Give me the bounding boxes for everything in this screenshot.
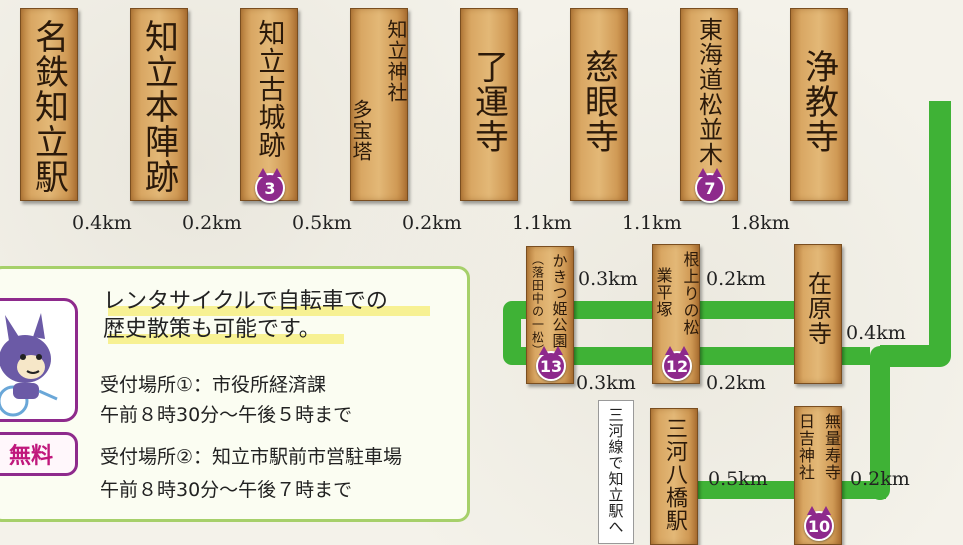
mascot-cyclist-icon: [0, 313, 58, 417]
distance-label: 0.2km: [182, 212, 242, 234]
title-highlight: [108, 306, 430, 316]
sign-chiryu-honjin: 知立本陣跡: [130, 8, 188, 201]
distance-label: 1.1km: [622, 212, 682, 234]
spot-badge-12: 12: [662, 346, 692, 381]
free-badge: 無料: [0, 432, 78, 476]
sign-jokyoji: 浄教寺: [790, 8, 848, 201]
rental-title: レンタサイクルで自転車での 歴史散策も可能です。: [103, 289, 388, 342]
distance-label: 0.4km: [72, 212, 132, 234]
sign-ryounji: 了運寺: [460, 8, 518, 201]
distance-label: 0.5km: [292, 212, 352, 234]
distance-label: 0.2km: [706, 372, 766, 394]
route-right-connector: [880, 101, 951, 367]
reception-place-1: 受付場所①：市役所経済課: [100, 374, 327, 396]
distance-label: 0.2km: [850, 468, 910, 490]
distance-label: 0.3km: [578, 268, 638, 290]
spot-badge-10: 10: [804, 506, 834, 541]
mikawa-line-note: 三河線で知立駅へ: [598, 400, 634, 544]
distance-label: 0.4km: [846, 322, 906, 344]
sign-zaigenji: 在原寺: [794, 244, 842, 384]
spot-badge-13: 13: [536, 346, 566, 381]
reception-place-2: 受付場所②：知立市駅前市営駐車場: [100, 446, 403, 468]
sign-jigenji: 慈眼寺: [570, 8, 628, 201]
distance-label: 0.5km: [708, 468, 768, 490]
distance-label: 1.8km: [730, 212, 790, 234]
reception-hours-1: 午前８時30分～午後５時まで: [100, 404, 353, 426]
sign-chiryu-castle-ruins: 知立古城跡 3: [240, 8, 298, 203]
sign-tokaido-pine-trees: 東海道松並木 7: [680, 8, 738, 203]
sign-chiryu-shrine: 知立神社 多宝塔: [349, 8, 408, 201]
reception-hours-2: 午前８時30分～午後７時まで: [100, 479, 353, 501]
sign-kakitsubata-park: かきつ姫公園 （落田中の一松） 13: [526, 246, 574, 384]
sign-mikawa-yatsuhashi-station: 三河八橋駅: [650, 408, 698, 545]
spot-badge-7: 7: [695, 168, 725, 203]
sign-neagari-pine: 根上りの松 業平塚 12: [652, 244, 700, 384]
sign-meitetsu-chiryu-station: 名鉄知立駅: [20, 8, 78, 201]
spot-badge-3: 3: [255, 168, 285, 203]
distance-label: 0.3km: [576, 372, 636, 394]
distance-label: 1.1km: [512, 212, 572, 234]
sign-muryojuji: 無量寿寺 日吉神社 10: [794, 406, 842, 545]
title-highlight: [108, 334, 344, 344]
mascot-frame: [0, 298, 78, 422]
distance-label: 0.2km: [402, 212, 462, 234]
distance-label: 0.2km: [706, 268, 766, 290]
